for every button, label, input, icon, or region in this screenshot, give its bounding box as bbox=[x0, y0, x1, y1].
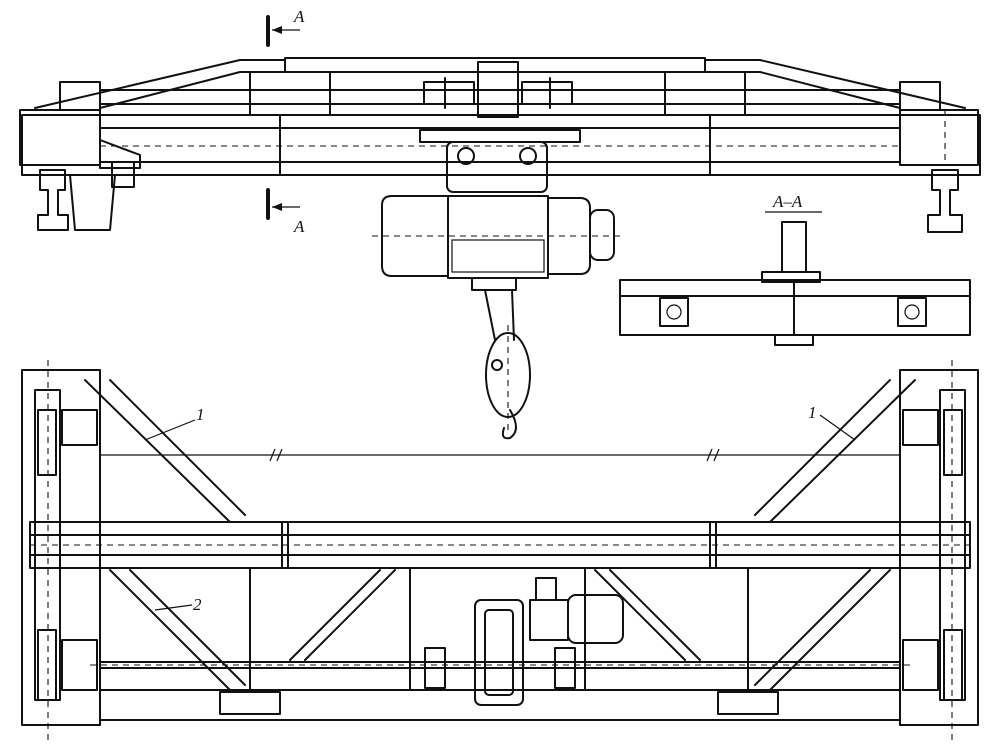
callout-1-left: 1 bbox=[144, 405, 205, 441]
callout-2: 2 bbox=[154, 595, 202, 614]
hoist-trolley bbox=[419, 129, 581, 193]
section-label-bottom: A bbox=[293, 217, 305, 236]
callout-1-right-text: 1 bbox=[808, 403, 817, 422]
section-marker-bottom: A bbox=[266, 188, 305, 236]
hook-block bbox=[471, 277, 531, 440]
plan-span-line bbox=[100, 448, 900, 462]
elevation-view: A A bbox=[19, 7, 981, 440]
plan-end-carriage-right bbox=[899, 360, 979, 740]
plan-drive-mechanism bbox=[99, 577, 901, 706]
plan-end-carriage-left bbox=[21, 360, 101, 740]
end-carriage-left bbox=[19, 81, 141, 231]
callout-1-left-text: 1 bbox=[196, 405, 205, 424]
callout-1-right: 1 bbox=[808, 403, 856, 441]
section-view-title: A–A bbox=[772, 192, 803, 211]
hoist-motor bbox=[372, 195, 625, 279]
plan-main-girder bbox=[29, 521, 971, 569]
end-carriage-right bbox=[899, 81, 979, 233]
top-truss bbox=[34, 57, 966, 116]
section-view-aa: A–A bbox=[619, 192, 971, 346]
callout-2-text: 2 bbox=[193, 595, 202, 614]
main-girder bbox=[21, 114, 981, 176]
section-label-top: A bbox=[293, 7, 305, 26]
section-marker-top: A bbox=[266, 7, 305, 47]
plan-view: 1 1 2 bbox=[21, 360, 979, 740]
drive-shaft bbox=[423, 61, 573, 118]
plan-aux-girder bbox=[90, 664, 910, 721]
plan-bracing bbox=[84, 379, 916, 691]
